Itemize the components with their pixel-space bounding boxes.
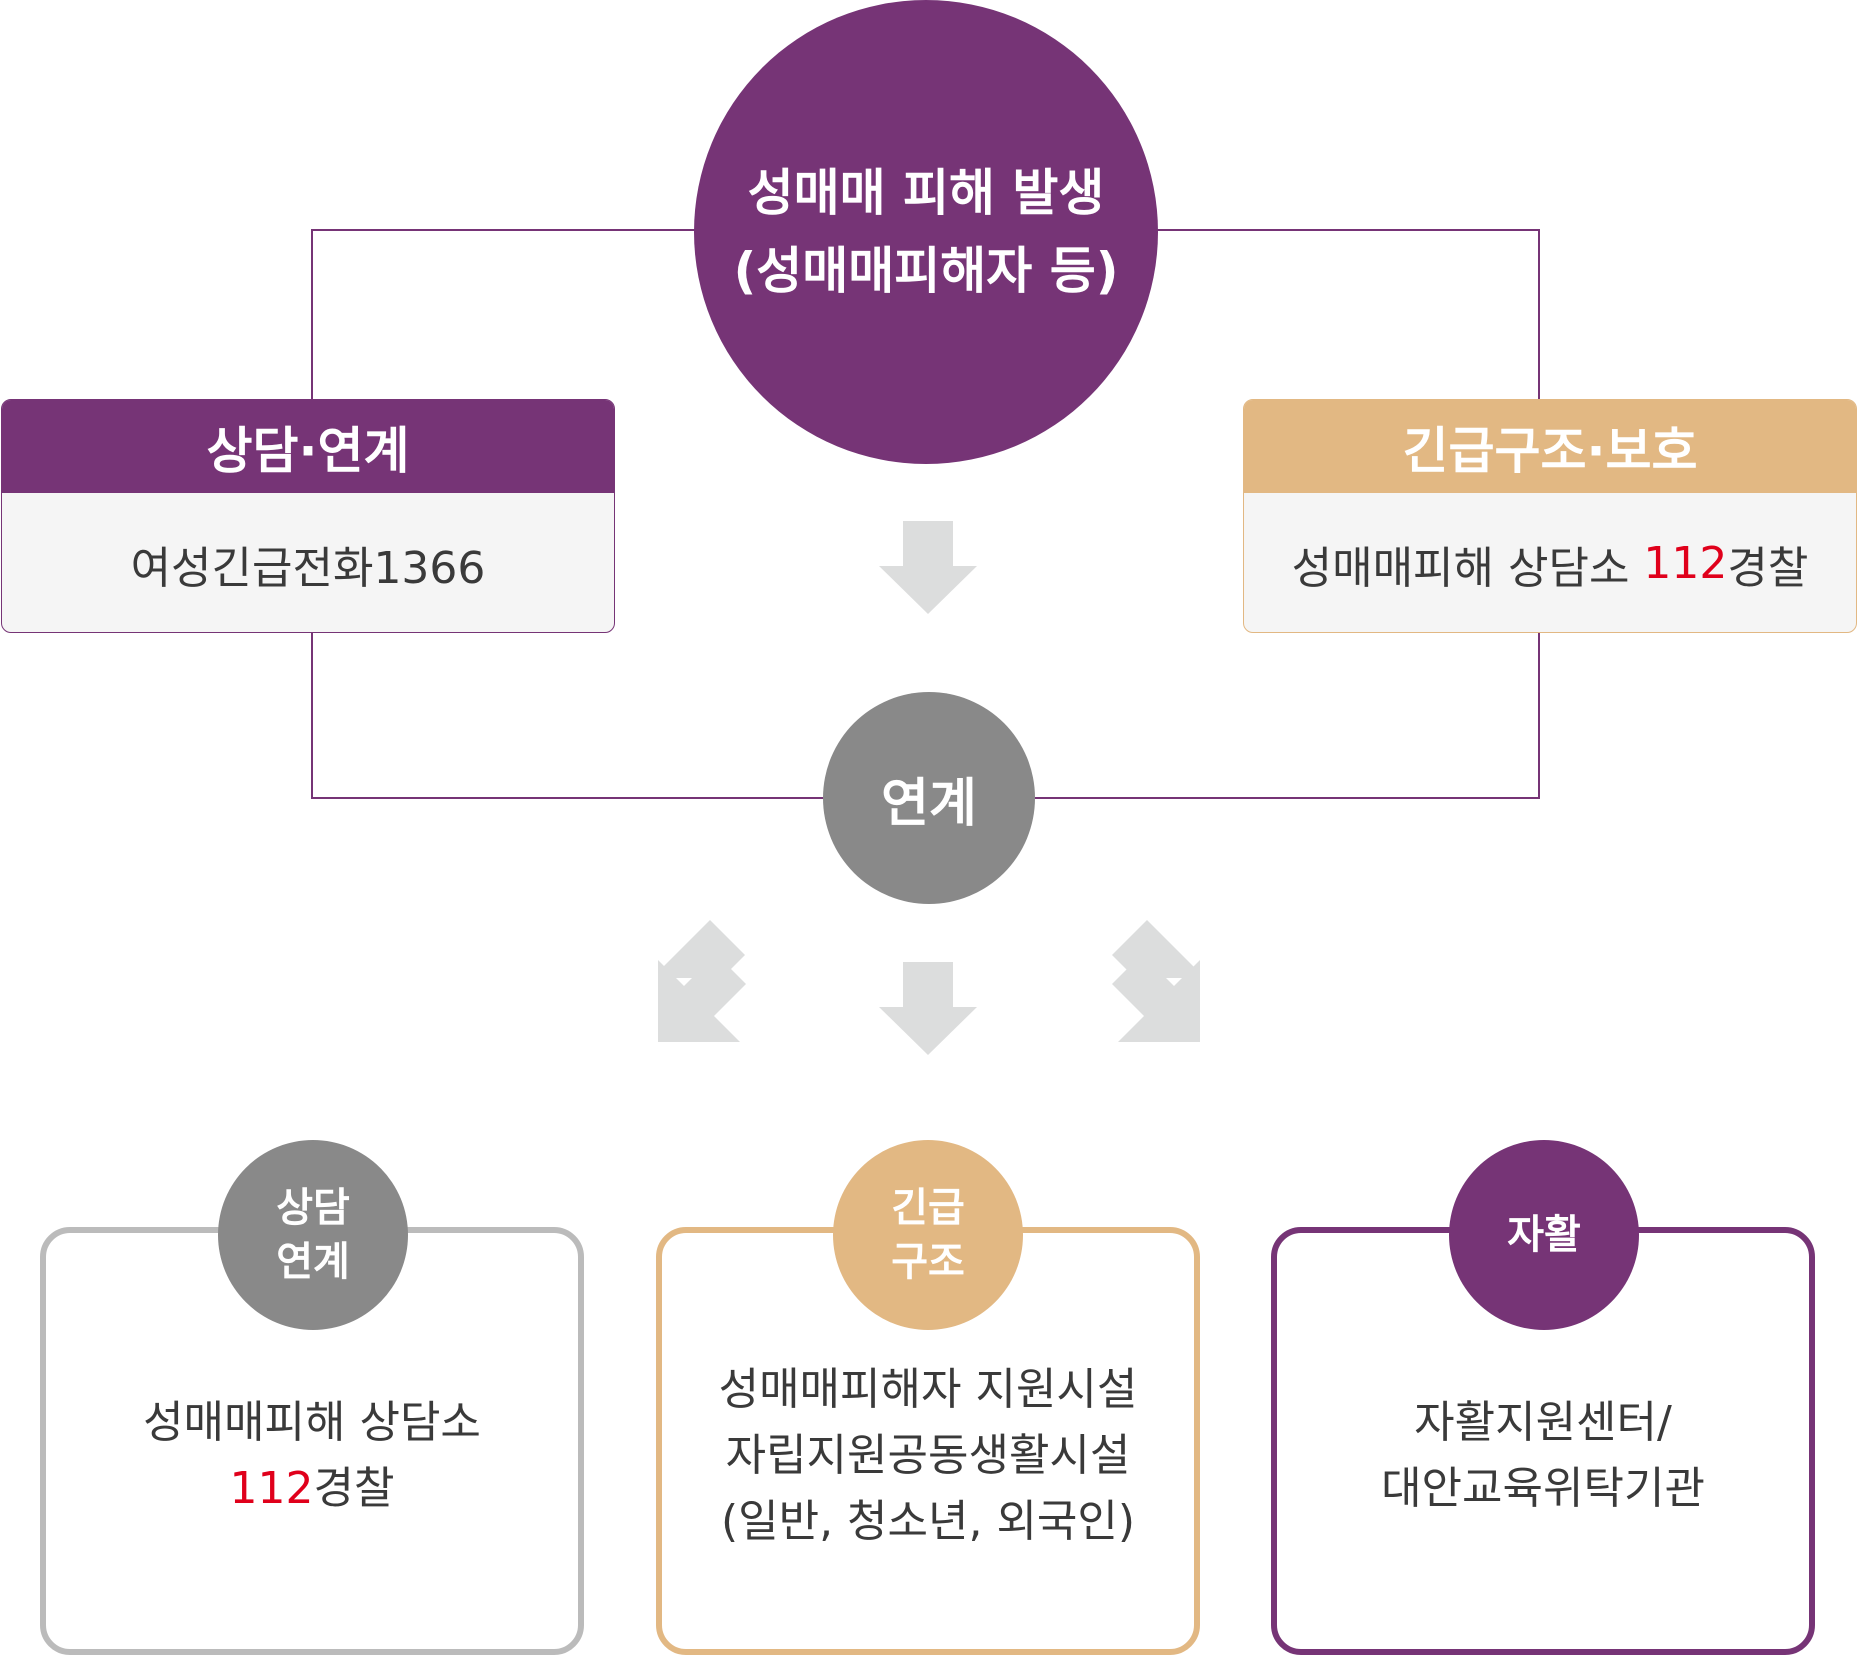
emergency-badge-line1: 긴급 — [891, 1185, 965, 1231]
down-right-arrow-icon — [1112, 955, 1200, 1042]
down-left-arrow-icon — [659, 920, 745, 1006]
counseling-badge: 상담 연계 — [218, 1140, 408, 1330]
emergency-badge: 긴급 구조 — [833, 1140, 1023, 1330]
emergency-rescue-text-prefix: 성매매피해 상담소 — [1291, 542, 1644, 594]
incident-subtitle: (성매매피해자 등) — [733, 242, 1119, 300]
connector-right-bottom — [1035, 633, 1540, 799]
emergency-badge-line2: 구조 — [891, 1239, 965, 1285]
self-support-badge-label: 자활 — [1507, 1212, 1581, 1258]
emergency-box-line1: 성매매피해자 지원시설 — [718, 1364, 1138, 1415]
down-arrow-icon — [879, 962, 977, 1055]
emergency-box-line2: 자립지원공동생활시설 — [725, 1430, 1131, 1481]
self-support-box-line1: 자활지원센터/ — [1414, 1397, 1672, 1448]
counseling-link-box: 상담·연계 여성긴급전화1366 — [1, 399, 615, 633]
down-left-arrow-icon — [658, 955, 746, 1042]
link-circle: 연계 — [823, 692, 1035, 904]
emergency-box-line3: (일반, 청소년, 외국인) — [720, 1496, 1136, 1547]
connector-left-top — [311, 229, 700, 399]
link-circle-label: 연계 — [881, 773, 977, 834]
incident-circle: 성매매 피해 발생 (성매매피해자 등) — [694, 0, 1158, 464]
counseling-box-suffix: 경찰 — [313, 1463, 395, 1514]
self-support-box-line2: 대안교육위탁기관 — [1381, 1463, 1705, 1514]
self-support-badge: 자활 — [1449, 1140, 1639, 1330]
connector-right-top — [1152, 229, 1540, 399]
connector-left-bottom — [311, 633, 823, 799]
counseling-box-line2: 112경찰 — [230, 1456, 395, 1522]
counseling-badge-line1: 상담 — [276, 1185, 350, 1231]
counseling-link-text: 여성긴급전화1366 — [130, 542, 486, 594]
emergency-rescue-title: 긴급구조·보호 — [1244, 400, 1856, 493]
down-arrow-icon — [879, 521, 977, 614]
counseling-link-title: 상담·연계 — [2, 400, 614, 493]
emergency-rescue-text-highlight: 112 — [1643, 538, 1728, 589]
counseling-badge-line2: 연계 — [276, 1239, 350, 1285]
counseling-box-highlight: 112 — [229, 1463, 314, 1514]
incident-title: 성매매 피해 발생 — [747, 164, 1105, 222]
down-right-arrow-icon — [1112, 920, 1198, 1006]
counseling-box-line1: 성매매피해 상담소 — [143, 1397, 481, 1448]
self-support-box: 자활지원센터/ 대안교육위탁기관 — [1271, 1227, 1815, 1655]
emergency-rescue-text-suffix: 경찰 — [1727, 542, 1809, 594]
